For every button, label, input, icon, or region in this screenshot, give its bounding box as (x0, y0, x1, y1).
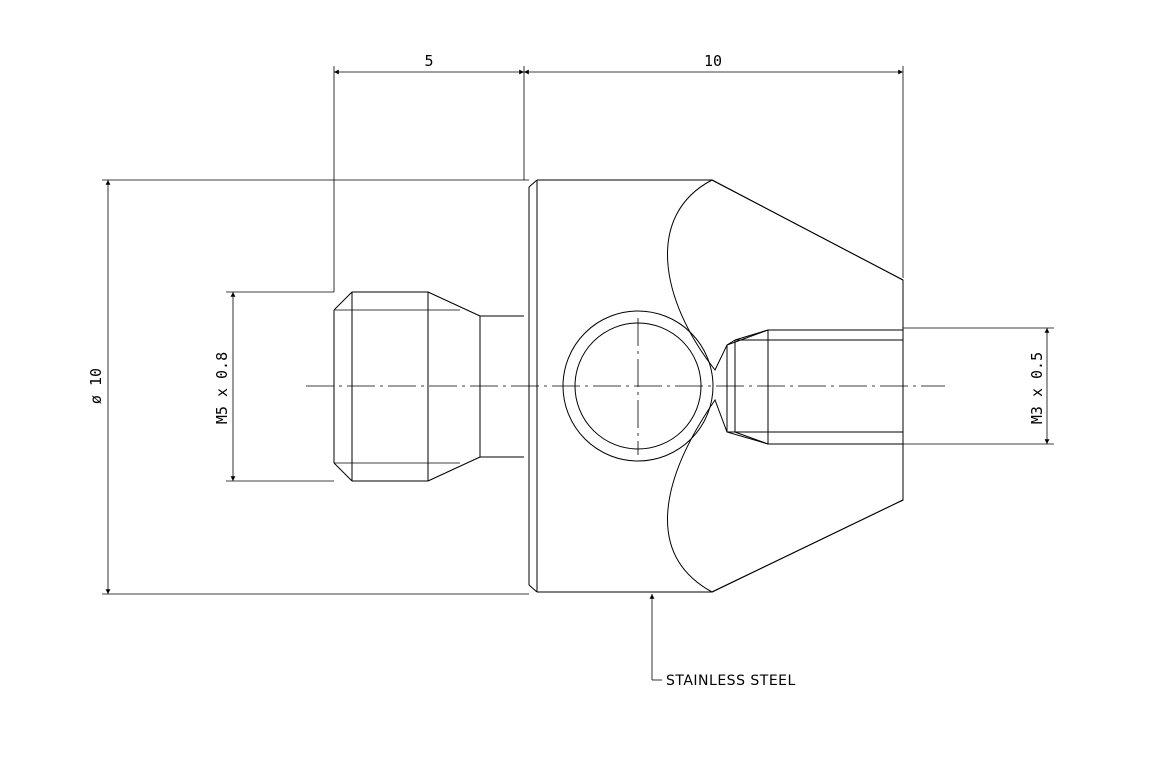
dim-right-thread: M3 x 0.5 (1028, 352, 1046, 424)
dim-left-length: 5 (424, 52, 433, 70)
length-dimensions: 5 10 (333, 52, 904, 292)
right-bore (726, 329, 903, 445)
dim-left-thread: M5 x 0.8 (213, 352, 231, 424)
centerlines (306, 318, 945, 455)
hatched-section (667, 179, 904, 593)
dim-right-length: 10 (704, 52, 722, 70)
left-thread-dimension: M5 x 0.8 (213, 291, 334, 482)
left-stud (333, 291, 524, 482)
dim-diameter: ø 10 (87, 368, 105, 404)
material-leader: STAINLESS STEEL (649, 594, 796, 689)
right-thread-dimension: M3 x 0.5 (903, 327, 1054, 445)
material-note: STAINLESS STEEL (666, 673, 796, 689)
diameter-dimension: ø 10 (87, 179, 529, 595)
